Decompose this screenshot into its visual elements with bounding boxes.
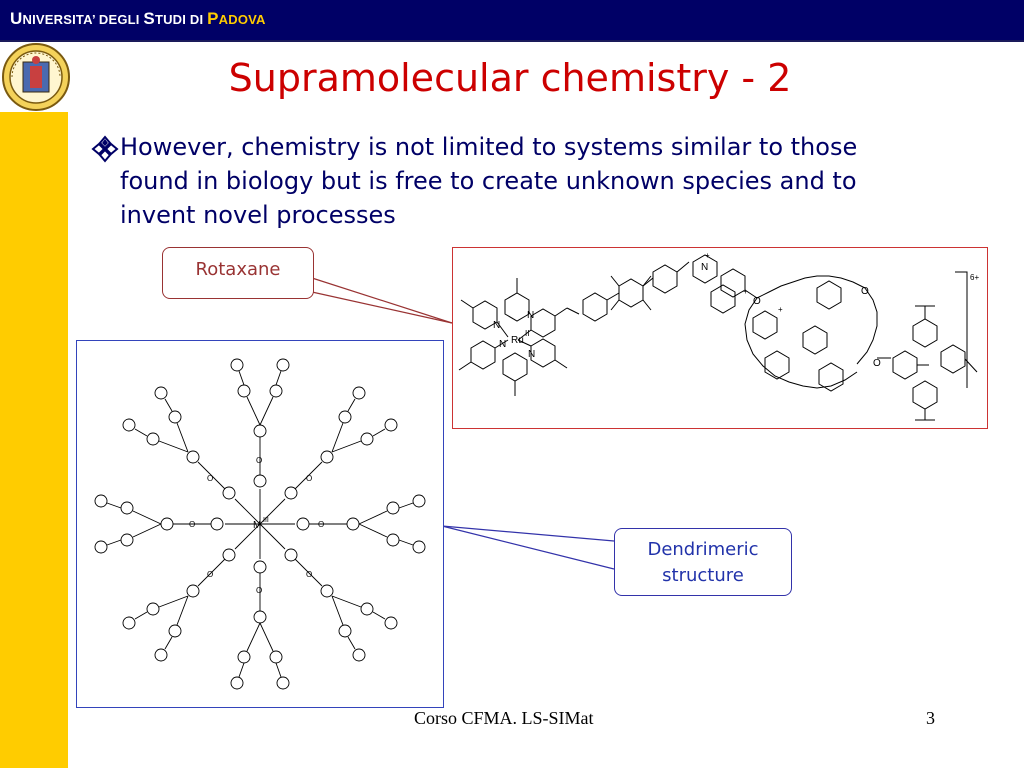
atom-label-o: O [753,296,761,307]
slide-number: 3 [926,708,935,728]
footer-course: Corso CFMA. LS-SIMat [414,708,594,728]
atom-label-o: O [256,456,262,465]
atom-label-n: N [499,339,506,350]
bullet-text: However, chemistry is not limited to sys… [120,133,858,229]
university-name: UNIVERSITA’ DEGLI STUDI DI PADOVA [10,9,266,28]
atom-label-n: N [527,310,534,321]
atom-label-o: O [306,570,312,579]
atom-label-o: O [873,358,881,369]
atom-label-o: O [189,520,195,529]
rotaxane-callout: Rotaxane [162,247,314,299]
dendrimeric-callout: Dendrimeric structure [614,528,792,596]
ru-oxidation-label: II [525,329,529,338]
dendrimer-structure-panel: M III O O O O O O O O [76,340,444,708]
ru-metal-label: Ru [511,335,524,346]
atom-label-o: O [306,474,312,483]
atom-label-n: N [528,349,535,360]
dendrimer-core-label: M [253,520,261,531]
university-seal-logo [2,43,70,111]
header-bar: UNIVERSITA’ DEGLI STUDI DI PADOVA [0,0,1024,42]
atom-label-n: N [493,320,500,331]
dendrimer-core-oxidation: III [263,517,269,524]
bullet-point: However, chemistry is not limited to sys… [90,130,970,232]
dendrimer-atom-labels: M III O O O O O O O O [189,456,324,595]
dendrimeric-label-line1: Dendrimeric [647,539,759,560]
left-accent-bar [0,112,68,768]
rotaxane-label: Rotaxane [195,259,281,280]
charge-label: 6+ [970,273,979,282]
atom-label-plus: + [743,287,748,296]
atom-label-plus: + [705,251,710,260]
atom-label-o: O [318,520,324,529]
rotaxane-structure-panel: Ru II 6+ N N N N N O O O + + + [452,247,988,429]
dendrimeric-label-line2: structure [662,565,744,586]
diamond-bullet-icon [91,135,119,163]
atom-label-plus: + [778,305,783,314]
atom-label-o: O [861,286,869,297]
atom-label-o: O [256,586,262,595]
dendrimer-structure-diagram: M III O O O O O O O O [94,358,426,690]
slide-title: Supramolecular chemistry - 2 [228,56,792,100]
rotaxane-structure-diagram: Ru II 6+ N N N N N O O O + + + [458,251,979,421]
atom-label-o: O [207,474,213,483]
atom-label-n: N [701,262,708,273]
atom-label-o: O [207,570,213,579]
rotaxane-atom-labels: Ru II 6+ N N N N N O O O + + + [493,251,979,369]
